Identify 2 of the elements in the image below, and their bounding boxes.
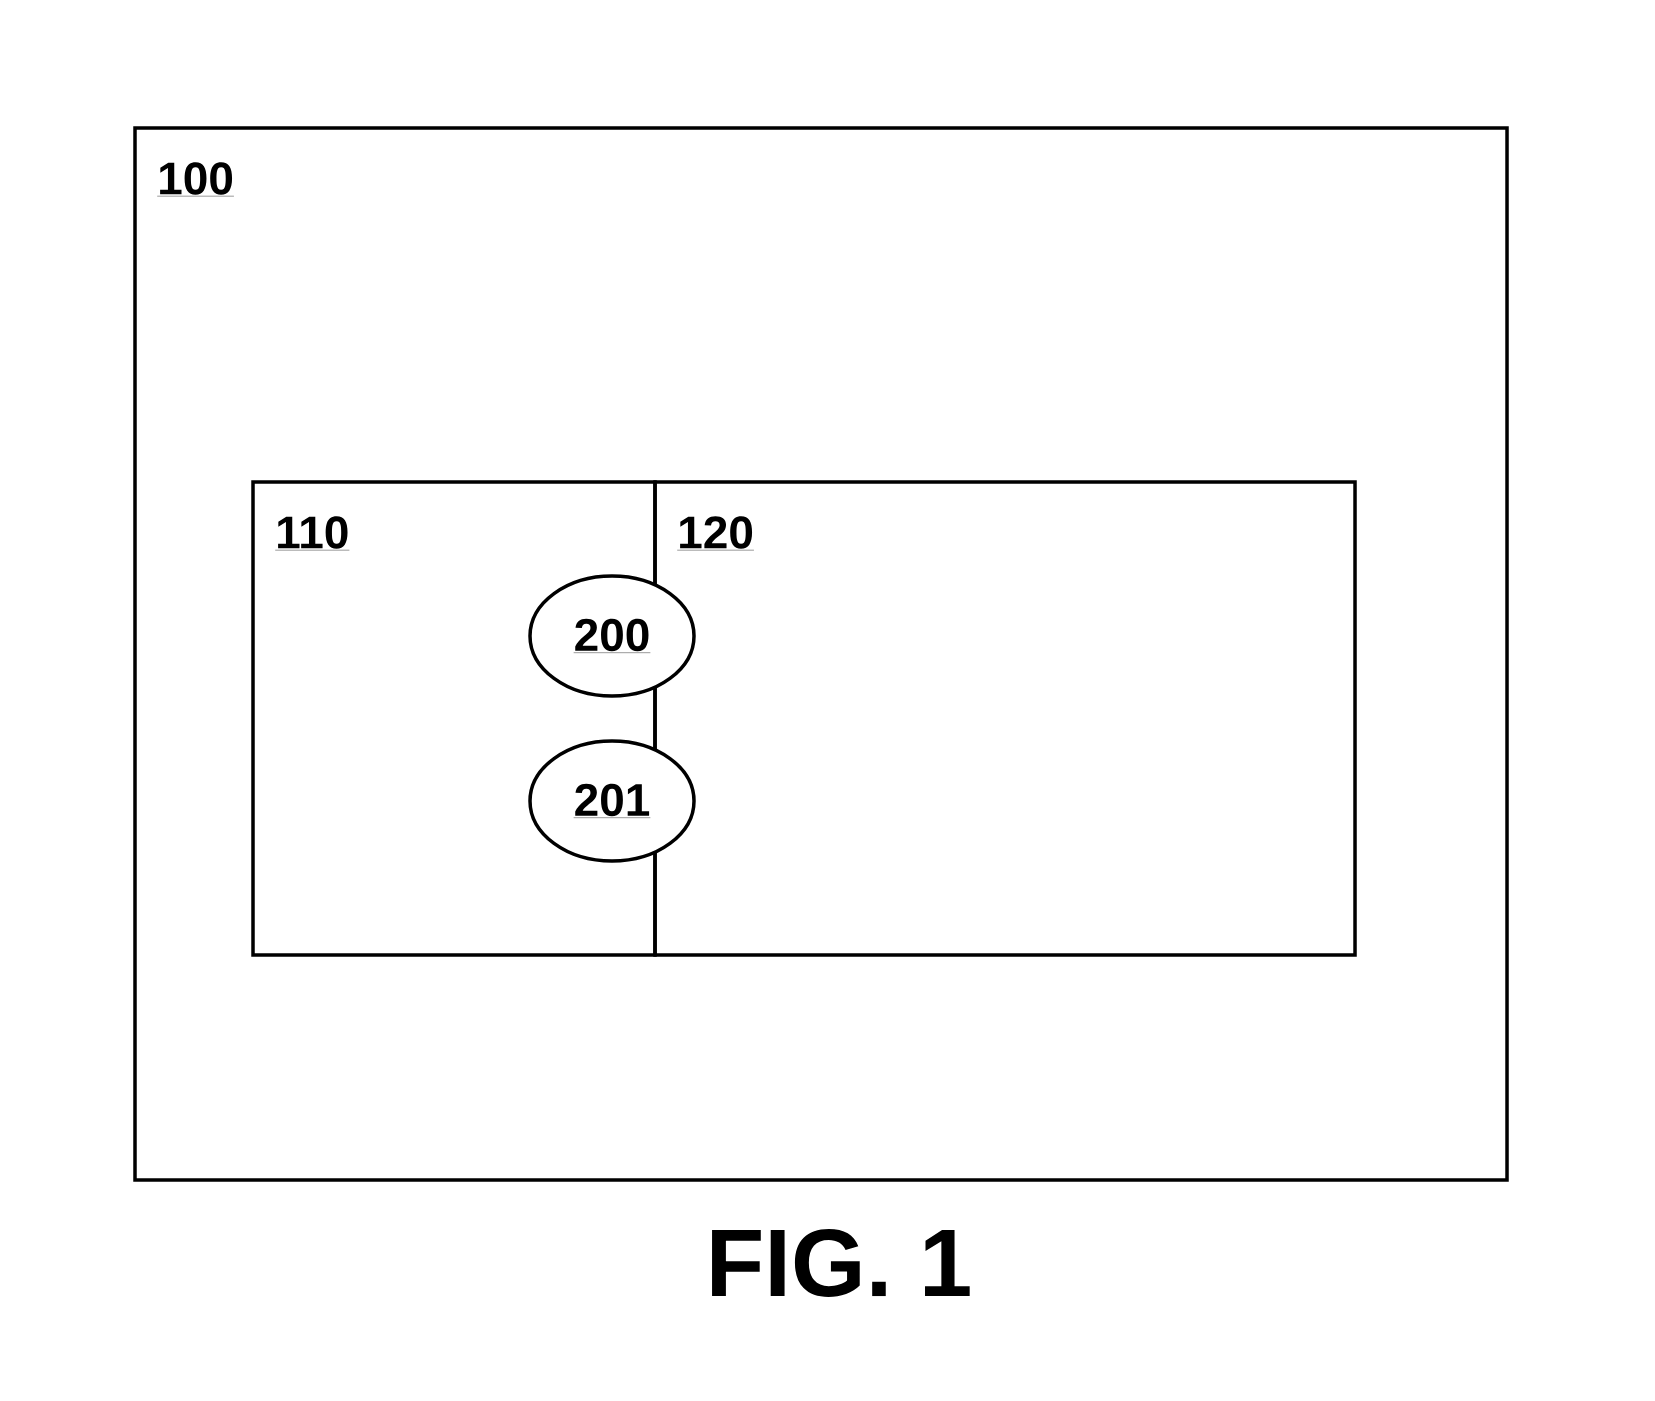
figure-caption: FIG. 1 — [712, 1229, 970, 1297]
block-box: 120 — [653, 480, 1357, 957]
